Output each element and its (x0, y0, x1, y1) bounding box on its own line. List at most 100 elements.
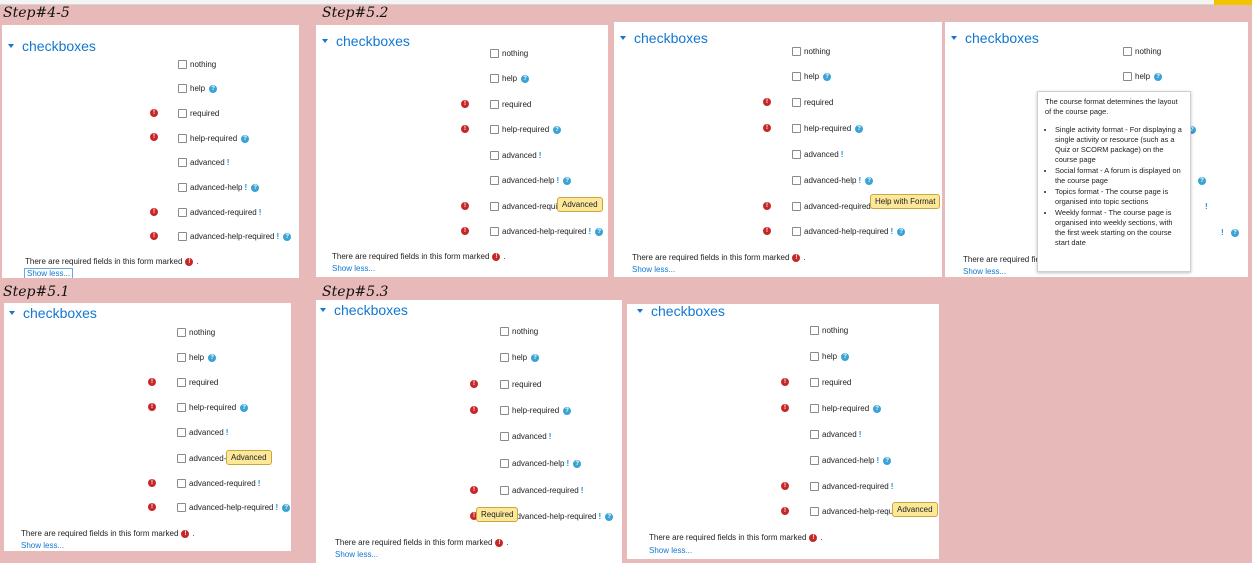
checkbox-advanced-required[interactable]: advanced-required! (810, 482, 893, 491)
checkbox-box[interactable] (490, 227, 499, 236)
checkbox-advanced-help-required[interactable]: advanced-help-required!? (490, 227, 604, 236)
help-icon[interactable]: ? (855, 124, 864, 133)
checkbox-help-required[interactable]: help-required? (500, 406, 572, 415)
checkbox-help-required[interactable]: help-required? (490, 125, 562, 134)
checkbox-help-required[interactable]: help-required? (810, 404, 882, 413)
checkbox-advanced-help-required[interactable]: advanced-help-required!? (178, 232, 292, 241)
checkbox-advanced-help[interactable]: advanced-help!? (490, 176, 572, 185)
checkbox-advanced-required[interactable]: advanced-required! (500, 486, 583, 495)
help-icon[interactable]: ? (873, 404, 882, 413)
help-icon[interactable]: ? (1188, 126, 1196, 134)
advanced-icon[interactable]: ! (275, 503, 279, 512)
checkbox-box[interactable] (500, 432, 509, 441)
checkbox-box[interactable] (177, 403, 186, 412)
checkbox-nothing[interactable]: nothing (177, 328, 215, 337)
help-icon[interactable]: ? (841, 352, 850, 361)
checkbox-box[interactable] (810, 507, 819, 516)
checkbox-box[interactable] (177, 428, 186, 437)
checkbox-box[interactable] (792, 124, 801, 133)
checkbox-box[interactable] (810, 352, 819, 361)
checkbox-box[interactable] (490, 202, 499, 211)
show-less-link[interactable]: Show less... (335, 550, 379, 559)
advanced-icon[interactable]: ! (858, 430, 862, 439)
checkbox-advanced-help-required[interactable]: advanced-help-required!? (792, 227, 906, 236)
section-header[interactable]: checkboxes (320, 302, 408, 318)
help-icon[interactable]: ? (605, 512, 614, 521)
help-icon[interactable]: ? (241, 134, 250, 143)
checkbox-box[interactable] (810, 456, 819, 465)
checkbox-box[interactable] (1123, 47, 1132, 56)
checkbox-box[interactable] (177, 353, 186, 362)
checkbox-box[interactable] (810, 326, 819, 335)
checkbox-box[interactable] (810, 482, 819, 491)
help-icon[interactable]: ? (208, 353, 217, 362)
checkbox-advanced-required[interactable]: advanced-required (490, 202, 569, 211)
checkbox-help[interactable]: help? (792, 72, 832, 81)
show-less-link[interactable]: Show less... (649, 546, 693, 555)
checkbox-nothing[interactable]: nothing (500, 327, 538, 336)
checkbox-box[interactable] (177, 328, 186, 337)
checkbox-box[interactable] (178, 60, 187, 69)
checkbox-box[interactable] (178, 232, 187, 241)
checkbox-box[interactable] (500, 406, 509, 415)
checkbox-advanced-help-required[interactable]: advanced-help-required (810, 507, 907, 516)
checkbox-box[interactable] (810, 378, 819, 387)
help-icon[interactable]: ? (282, 503, 291, 512)
checkbox-advanced[interactable]: advanced! (177, 428, 228, 437)
collapse-caret-icon[interactable] (322, 39, 328, 43)
help-icon[interactable]: ? (897, 227, 906, 236)
advanced-icon[interactable]: ! (890, 482, 894, 491)
collapse-caret-icon[interactable] (8, 44, 14, 48)
checkbox-box[interactable] (1123, 72, 1132, 81)
advanced-icon[interactable]: ! (598, 512, 602, 521)
checkbox-box[interactable] (792, 98, 801, 107)
show-less-link[interactable]: Show less... (963, 267, 1007, 276)
section-header[interactable]: checkboxes (322, 33, 410, 49)
advanced-icon[interactable]: ! (556, 176, 560, 185)
section-header[interactable]: checkboxes (9, 305, 97, 321)
checkbox-box[interactable] (500, 380, 509, 389)
help-icon[interactable]: ? (1154, 72, 1163, 81)
checkbox-help-required[interactable]: help-required? (177, 403, 249, 412)
checkbox-required[interactable]: required (792, 98, 833, 107)
checkbox-box[interactable] (490, 125, 499, 134)
help-icon[interactable]: ? (553, 125, 562, 134)
advanced-icon[interactable]: ! (588, 227, 592, 236)
checkbox-required[interactable]: required (500, 380, 541, 389)
checkbox-box[interactable] (810, 430, 819, 439)
advanced-icon[interactable]: ! (566, 459, 570, 468)
section-header[interactable]: checkboxes (951, 30, 1039, 46)
checkbox-box[interactable] (178, 208, 187, 217)
show-less-link[interactable]: Show less... (332, 264, 376, 273)
checkbox-help[interactable]: help? (500, 353, 540, 362)
checkbox-box[interactable] (178, 183, 187, 192)
section-header[interactable]: checkboxes (8, 38, 96, 54)
help-icon[interactable]: ? (883, 456, 892, 465)
checkbox-box[interactable] (177, 479, 186, 488)
checkbox-box[interactable] (490, 74, 499, 83)
checkbox-help[interactable]: help? (178, 84, 218, 93)
checkbox-nothing[interactable]: nothing (810, 326, 848, 335)
checkbox-box[interactable] (792, 202, 801, 211)
checkbox-box[interactable] (177, 378, 186, 387)
help-icon[interactable]: ? (563, 176, 572, 185)
section-header[interactable]: checkboxes (637, 304, 725, 319)
help-icon[interactable]: ? (209, 84, 218, 93)
checkbox-box[interactable] (792, 227, 801, 236)
collapse-caret-icon[interactable] (320, 308, 326, 312)
checkbox-box[interactable] (490, 176, 499, 185)
advanced-icon[interactable]: ! (840, 150, 844, 159)
checkbox-box[interactable] (500, 327, 509, 336)
checkbox-nothing[interactable]: nothing (490, 49, 528, 58)
checkbox-box[interactable] (810, 404, 819, 413)
advanced-icon[interactable]: ! (858, 176, 862, 185)
advanced-icon[interactable]: ! (225, 428, 229, 437)
checkbox-advanced[interactable]: advanced! (500, 432, 551, 441)
checkbox-box[interactable] (500, 459, 509, 468)
show-less-link[interactable]: Show less... (24, 268, 74, 278)
advanced-icon[interactable]: ! (258, 208, 262, 217)
help-icon[interactable]: ? (521, 74, 530, 83)
checkbox-nothing[interactable]: nothing (178, 60, 216, 69)
checkbox-help[interactable]: help? (1123, 72, 1163, 81)
checkbox-box[interactable] (792, 47, 801, 56)
